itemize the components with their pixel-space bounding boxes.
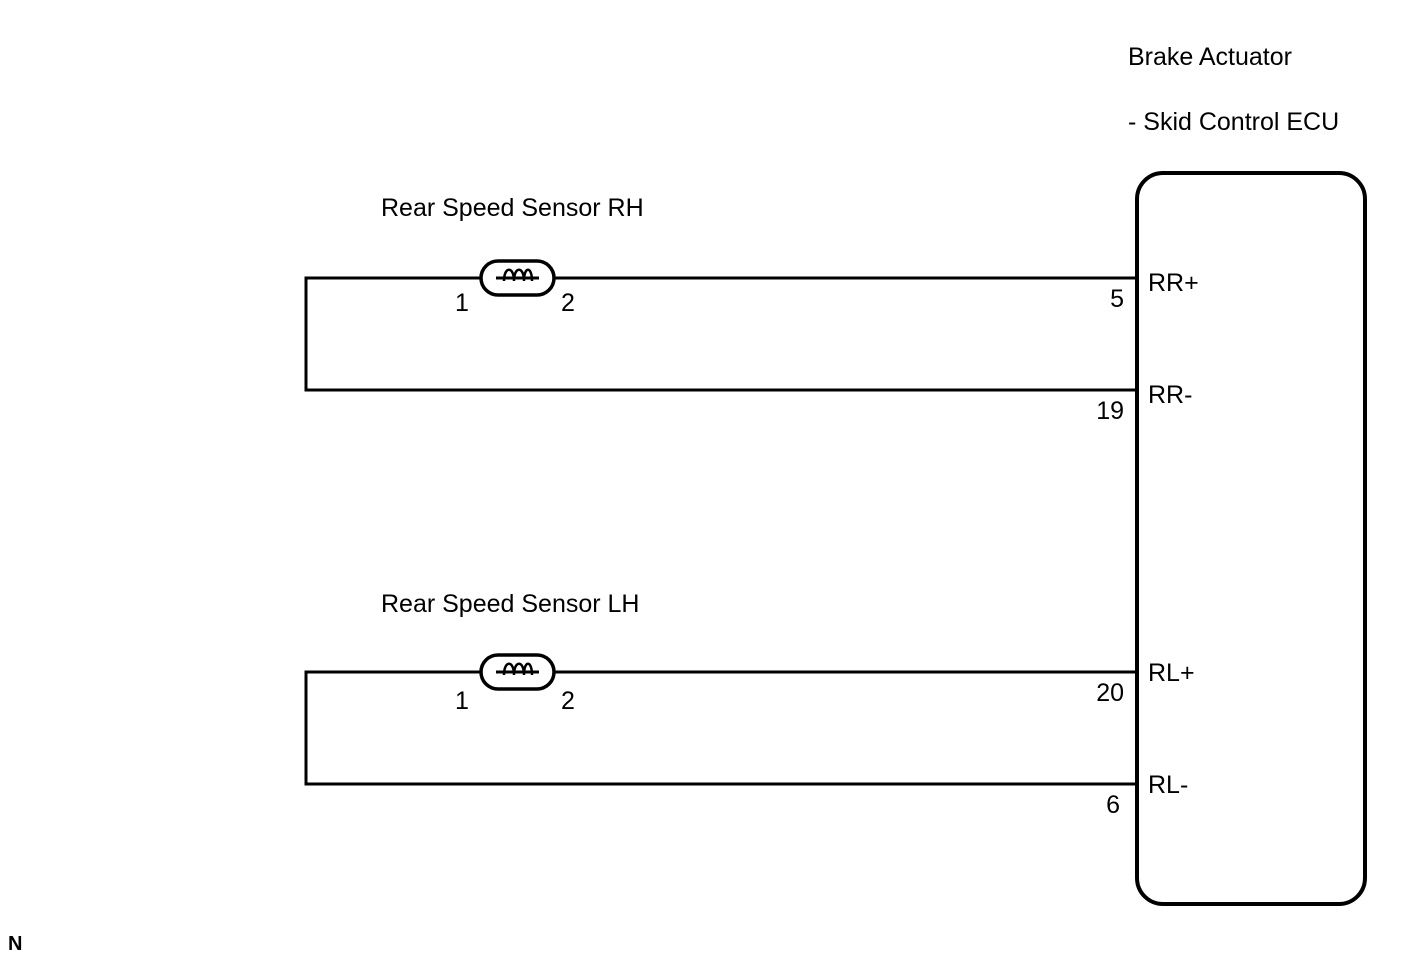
- sensor-lh-label: Rear Speed Sensor LH: [381, 590, 639, 618]
- sensor-lh-coil-icon: [479, 653, 556, 691]
- terminal-rr-minus-name: RR-: [1148, 381, 1192, 409]
- sensor-rh-label: Rear Speed Sensor RH: [381, 194, 644, 222]
- terminal-rl-minus-pin: 6: [1106, 791, 1120, 819]
- ecu-title-line2: - Skid Control ECU: [1128, 108, 1339, 136]
- sensor-lh-pin1: 1: [455, 687, 469, 715]
- terminal-rl-plus-name: RL+: [1148, 659, 1195, 687]
- sensor-lh-pin2: 2: [561, 687, 575, 715]
- figure-code: N: [8, 933, 22, 955]
- sensor-rh-coil-icon: [479, 259, 556, 297]
- ecu-box: [1135, 171, 1367, 906]
- terminal-rr-plus-name: RR+: [1148, 269, 1199, 297]
- ecu-title-line1: Brake Actuator: [1128, 43, 1292, 71]
- terminal-rl-plus-pin: 20: [1096, 679, 1124, 707]
- terminal-rr-minus-pin: 19: [1096, 397, 1124, 425]
- sensor-rh-pin2: 2: [561, 289, 575, 317]
- terminal-rl-minus-name: RL-: [1148, 771, 1188, 799]
- terminal-rr-plus-pin: 5: [1110, 285, 1124, 313]
- sensor-rh-pin1: 1: [455, 289, 469, 317]
